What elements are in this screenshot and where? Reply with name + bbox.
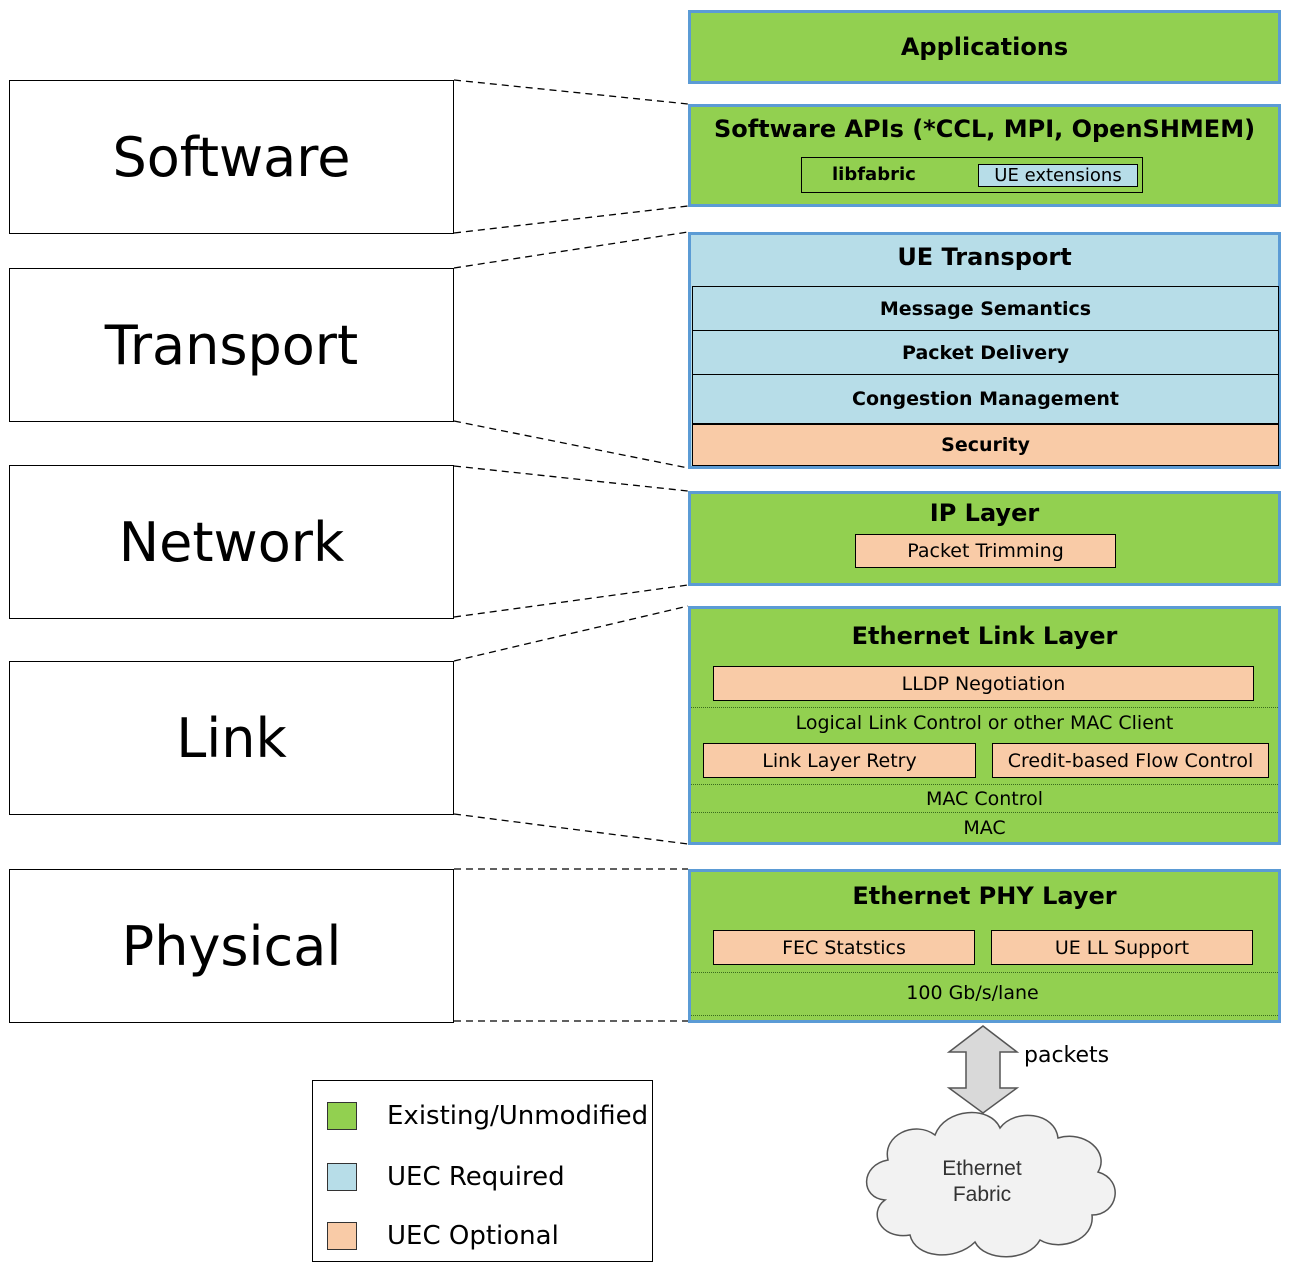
ip-layer-block: IP Layer Packet Trimming [688,491,1281,586]
lldp-negotiation-pill: LLDP Negotiation [713,666,1254,701]
lane-speed-row: 100 Gb/s/lane [906,982,1039,1004]
libfabric-label: libfabric [832,164,916,185]
block-title: Applications [900,33,1069,61]
legend-item-existing: Existing/Unmodified [327,1101,648,1131]
connector-lines [453,79,689,1022]
ethernet-link-layer-block: Ethernet Link Layer LLDP Negotiation Log… [688,606,1281,845]
legend-label: UEC Optional [387,1221,559,1251]
packets-label: packets [1024,1043,1110,1068]
layer-label: Physical [121,914,342,978]
connector-network-top [453,465,689,492]
legend-label: Existing/Unmodified [387,1101,649,1131]
block-title: Software APIs (*CCL, MPI, OpenSHMEM) [713,115,1256,143]
divider [691,1015,1278,1016]
connector-software-bottom [453,205,689,234]
mac-row: MAC [963,817,1006,839]
connector-network-bottom [453,584,689,618]
layer-software-box: Software [9,80,454,234]
connector-transport-bottom [453,420,689,469]
ue-transport-block: UE Transport Message Semantics Packet De… [688,232,1281,469]
llc-row: Logical Link Control or other MAC Client [795,712,1174,734]
packet-delivery-row: Packet Delivery [692,331,1279,375]
layer-network-box: Network [9,465,454,619]
cloud-label-line1: Ethernet [942,1157,1022,1180]
packet-trimming-pill: Packet Trimming [855,534,1116,568]
layer-transport-box: Transport [9,268,454,422]
message-semantics-row: Message Semantics [692,286,1279,331]
layer-label: Transport [104,313,359,377]
cloud-label-line2: Fabric [953,1183,1011,1206]
divider [691,784,1278,785]
applications-block: Applications [688,10,1281,84]
legend-swatch-existing [327,1102,357,1130]
connector-link-top [453,605,689,662]
ethernet-phy-layer-block: Ethernet PHY Layer FEC Statstics UE LL S… [688,869,1281,1023]
block-title: UE Transport [897,243,1072,271]
ethernet-fabric-cloud-icon [865,1112,1116,1258]
block-title: Ethernet Link Layer [851,622,1118,650]
block-title: IP Layer [929,499,1040,527]
legend-item-optional: UEC Optional [327,1221,559,1251]
packets-arrow-icon [946,1025,1020,1114]
layer-physical-box: Physical [9,869,454,1023]
legend-swatch-required [327,1163,357,1191]
connector-transport-top [453,231,689,269]
legend: Existing/Unmodified UEC Required UEC Opt… [312,1080,653,1262]
link-layer-retry-pill: Link Layer Retry [703,743,976,778]
layer-label: Network [118,510,345,574]
legend-label: UEC Required [387,1162,565,1192]
divider [691,707,1278,708]
security-row: Security [692,424,1279,466]
divider [691,812,1278,813]
layer-link-box: Link [9,661,454,815]
mac-control-row: MAC Control [925,788,1044,810]
layer-label: Link [176,706,287,770]
software-apis-block: Software APIs (*CCL, MPI, OpenSHMEM) lib… [688,104,1281,207]
block-title: Ethernet PHY Layer [852,882,1117,910]
libfabric-box: libfabric UE extensions [801,157,1143,193]
fec-statistics-pill: FEC Statstics [713,930,975,965]
divider [691,972,1278,973]
congestion-management-row: Congestion Management [692,375,1279,424]
ue-extensions-pill: UE extensions [978,164,1138,187]
connector-link-bottom [453,813,689,845]
ue-ll-support-pill: UE LL Support [991,930,1253,965]
legend-item-required: UEC Required [327,1162,565,1192]
credit-based-flow-control-pill: Credit-based Flow Control [992,743,1269,778]
connector-software-top [453,79,689,105]
layer-label: Software [112,125,351,189]
legend-swatch-optional [327,1222,357,1250]
